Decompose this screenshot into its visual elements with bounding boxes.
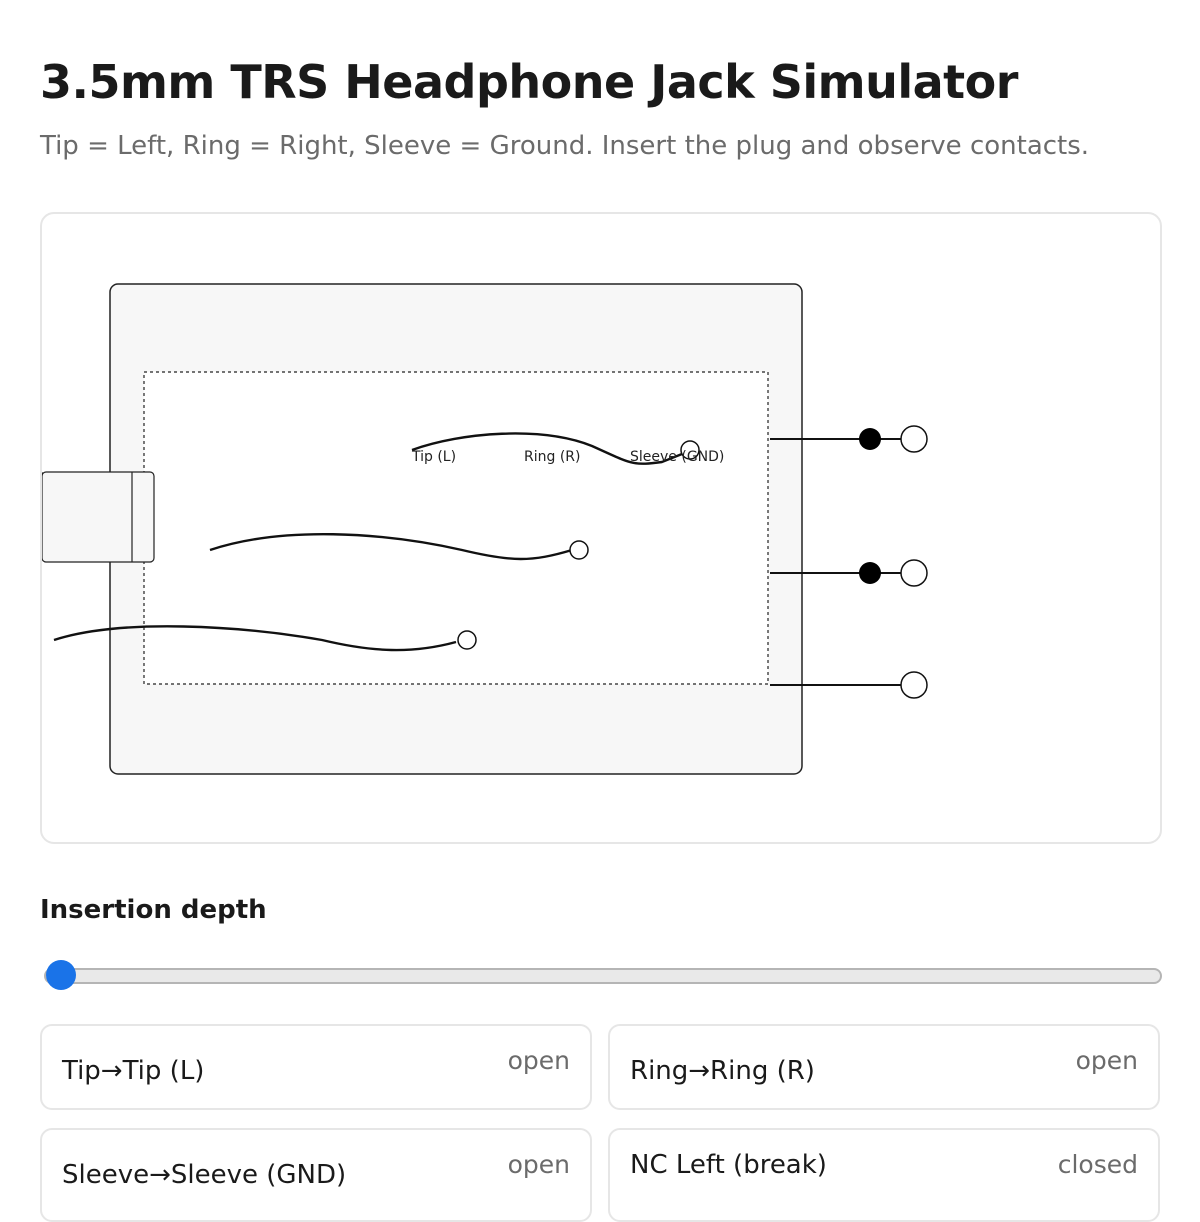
jack-cavity: [143, 371, 769, 685]
sleeve-contact-point: [457, 630, 477, 650]
contact-card-sleeve: Sleeve→Sleeve (GND) open: [40, 1128, 592, 1222]
ring-contact-point: [569, 540, 589, 560]
contact-label: Sleeve→Sleeve (GND): [62, 1160, 347, 1190]
left-output-terminal: [900, 425, 928, 453]
plug-body[interactable]: [42, 471, 155, 563]
jack-diagram: Tip (L) Ring (R) Sleeve (GND): [42, 283, 928, 775]
contact-state: closed: [1057, 1150, 1138, 1179]
tip-spring-contact: [411, 432, 683, 465]
contact-card-tip: Tip→Tip (L) open: [40, 1024, 592, 1110]
contact-label: NC Left (break): [630, 1150, 827, 1180]
ring-label: Ring (R): [524, 449, 580, 465]
tip-contact-point: [680, 440, 700, 460]
jack-diagram-panel: Tip (L) Ring (R) Sleeve (GND): [40, 212, 1162, 844]
right-output-terminal: [900, 559, 928, 587]
contact-label: Tip→Tip (L): [62, 1056, 205, 1086]
contact-state: open: [1075, 1046, 1138, 1075]
ring-spring-contact: [209, 532, 573, 561]
sleeve-label: Sleeve (GND): [630, 449, 724, 465]
slider-thumb[interactable]: [46, 960, 76, 990]
right-switch-node: [859, 562, 881, 584]
page-title: 3.5mm TRS Headphone Jack Simulator: [40, 55, 1018, 109]
page-subtitle: Tip = Left, Ring = Right, Sleeve = Groun…: [40, 131, 1090, 161]
slider-track[interactable]: [44, 968, 1162, 984]
contact-card-nc-left: NC Left (break) closed: [608, 1128, 1160, 1222]
sleeve-spring-contact: [53, 625, 457, 652]
contact-state: open: [507, 1150, 570, 1179]
contact-card-ring: Ring→Ring (R) open: [608, 1024, 1160, 1110]
contact-label: Ring→Ring (R): [630, 1056, 815, 1086]
insertion-depth-slider[interactable]: [44, 960, 1162, 990]
contact-state: open: [507, 1046, 570, 1075]
insertion-depth-label: Insertion depth: [40, 895, 267, 925]
tip-label: Tip (L): [411, 449, 456, 465]
left-switch-node: [859, 428, 881, 450]
ground-output-terminal: [900, 671, 928, 699]
